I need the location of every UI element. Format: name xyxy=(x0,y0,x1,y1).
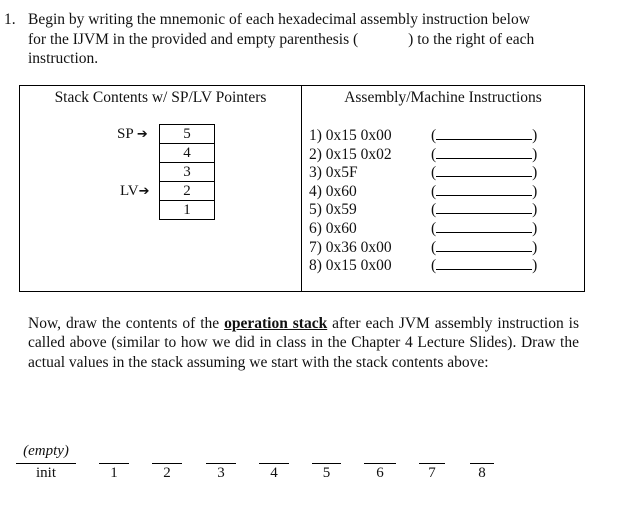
answer-blank[interactable] xyxy=(436,163,533,178)
answer-blank[interactable] xyxy=(436,256,533,271)
instruction-list: 1) 0x15 0x00() 2) 0x15 0x02() 3) 0x5F() … xyxy=(309,126,537,275)
answer-blank[interactable] xyxy=(436,238,533,252)
slot-1[interactable]: 1 xyxy=(99,440,129,490)
sp-label: SP xyxy=(117,126,134,142)
answer-blank[interactable] xyxy=(436,200,533,215)
instruction-code: 4) 0x60 xyxy=(309,182,357,200)
instruction-row: 8) 0x15 0x00 () xyxy=(309,256,537,275)
instruction-code: 2) 0x15 0x02 xyxy=(309,145,392,163)
instructions-paragraph: Now, draw the contents of the operation … xyxy=(28,314,579,372)
slot-line xyxy=(259,463,289,464)
instruction-code: 6) 0x60 xyxy=(309,219,357,237)
sp-pointer: SP ➔ xyxy=(117,125,148,144)
open-paren: ( xyxy=(431,238,437,256)
open-paren: ( xyxy=(431,182,437,200)
instruction-table: Stack Contents w/ SP/LV Pointers Assembl… xyxy=(19,85,585,292)
paragraph-text-start: Now, draw the contents of the xyxy=(28,315,225,332)
instruction-row: 7) 0x36 0x00 () xyxy=(309,238,537,257)
slot-line xyxy=(152,463,182,464)
question-1: 1. Begin by writing the mnemonic of each… xyxy=(4,10,589,69)
instruction-code: 8) 0x15 0x00 xyxy=(309,257,392,275)
instruction-code: 3) 0x5F xyxy=(309,164,358,182)
slot-5[interactable]: 5 xyxy=(312,440,341,490)
slot-line xyxy=(99,463,129,464)
answer-blank[interactable] xyxy=(436,182,533,196)
emphasis-operation-stack: operation stack xyxy=(224,315,328,332)
close-paren: ) xyxy=(532,127,538,144)
slot-line xyxy=(206,463,236,464)
slot-6[interactable]: 6 xyxy=(364,440,396,490)
open-paren: ( xyxy=(431,145,437,163)
arrow-right-icon: ➔ xyxy=(138,184,150,199)
slot-3[interactable]: 3 xyxy=(206,440,236,490)
close-paren: ) xyxy=(532,257,538,275)
question-number: 1. xyxy=(4,11,16,28)
stack-cell: 5 xyxy=(160,125,214,144)
slot-line xyxy=(364,463,396,464)
slot-label: 1 xyxy=(110,465,118,481)
stack-header: Stack Contents w/ SP/LV Pointers xyxy=(54,89,267,106)
stack-cell: 1 xyxy=(183,202,191,218)
close-paren: ) xyxy=(532,164,538,182)
stack-slots: (empty) init 1 2 3 4 5 6 7 8 xyxy=(0,440,621,490)
slot-label: 4 xyxy=(270,465,278,481)
open-paren: ( xyxy=(431,201,437,219)
stack-cell: 4 xyxy=(160,144,214,163)
instruction-code: 7) 0x36 0x00 xyxy=(309,238,392,256)
instructions-header: Assembly/Machine Instructions xyxy=(344,89,542,106)
slot-2[interactable]: 2 xyxy=(152,440,182,490)
answer-blank[interactable] xyxy=(436,145,533,159)
instruction-code: 1) 0x15 0x00 xyxy=(309,127,392,144)
close-paren: ) xyxy=(532,219,538,237)
instruction-row: 1) 0x15 0x00 () xyxy=(309,126,537,145)
close-paren: ) xyxy=(532,201,538,219)
instruction-row: 4) 0x60 () xyxy=(309,182,537,201)
slot-line xyxy=(419,463,445,464)
instruction-row: 5) 0x59 () xyxy=(309,200,537,219)
slot-label: 6 xyxy=(376,465,384,481)
arrow-right-icon: ➔ xyxy=(136,127,148,142)
stack-cell: 2 xyxy=(160,182,214,201)
table-divider xyxy=(301,86,302,291)
close-paren: ) xyxy=(532,182,538,200)
instruction-row: 6) 0x60 () xyxy=(309,219,537,238)
close-paren: ) xyxy=(532,238,538,256)
stack-cell: 3 xyxy=(160,163,214,182)
lv-pointer: LV➔ xyxy=(120,182,150,201)
slot-label: 3 xyxy=(217,465,225,481)
close-paren: ) xyxy=(532,145,538,163)
open-paren: ( xyxy=(431,219,437,237)
slot-label: 2 xyxy=(163,465,171,481)
slot-line xyxy=(312,463,341,464)
question-line-2-end: ) to the right of each xyxy=(408,30,535,48)
open-paren: ( xyxy=(431,127,437,144)
slot-7[interactable]: 7 xyxy=(419,440,445,490)
instruction-row: 3) 0x5F () xyxy=(309,163,537,182)
slot-top-value: (empty) xyxy=(23,443,69,459)
lv-label: LV xyxy=(120,183,139,199)
slot-label: 7 xyxy=(428,465,436,481)
slot-label: 5 xyxy=(322,465,331,481)
slot-line xyxy=(16,463,76,464)
answer-blank[interactable] xyxy=(436,219,533,233)
paragraph-text-end: after each JVM assembly instruction is c… xyxy=(28,315,579,371)
answer-blank[interactable] xyxy=(436,126,533,140)
question-line-2-start: for the IJVM in the provided and empty p… xyxy=(28,30,359,48)
instruction-code: 5) 0x59 xyxy=(309,201,357,219)
open-paren: ( xyxy=(431,164,437,182)
slot-init[interactable]: (empty) init xyxy=(16,440,76,490)
instruction-row: 2) 0x15 0x02 () xyxy=(309,145,537,164)
question-line-1: Begin by writing the mnemonic of each he… xyxy=(28,11,530,28)
slot-label: init xyxy=(35,465,56,481)
slot-line xyxy=(470,463,494,464)
slot-8[interactable]: 8 xyxy=(470,440,494,490)
question-line-3: instruction. xyxy=(28,50,99,67)
question-text: Begin by writing the mnemonic of each he… xyxy=(28,10,589,69)
open-paren: ( xyxy=(431,257,437,275)
slot-label: 8 xyxy=(478,465,486,481)
stack-diagram: 5 4 3 2 1 xyxy=(159,124,215,220)
slot-4[interactable]: 4 xyxy=(259,440,289,490)
question-line-2: for the IJVM in the provided and empty p… xyxy=(28,30,589,50)
